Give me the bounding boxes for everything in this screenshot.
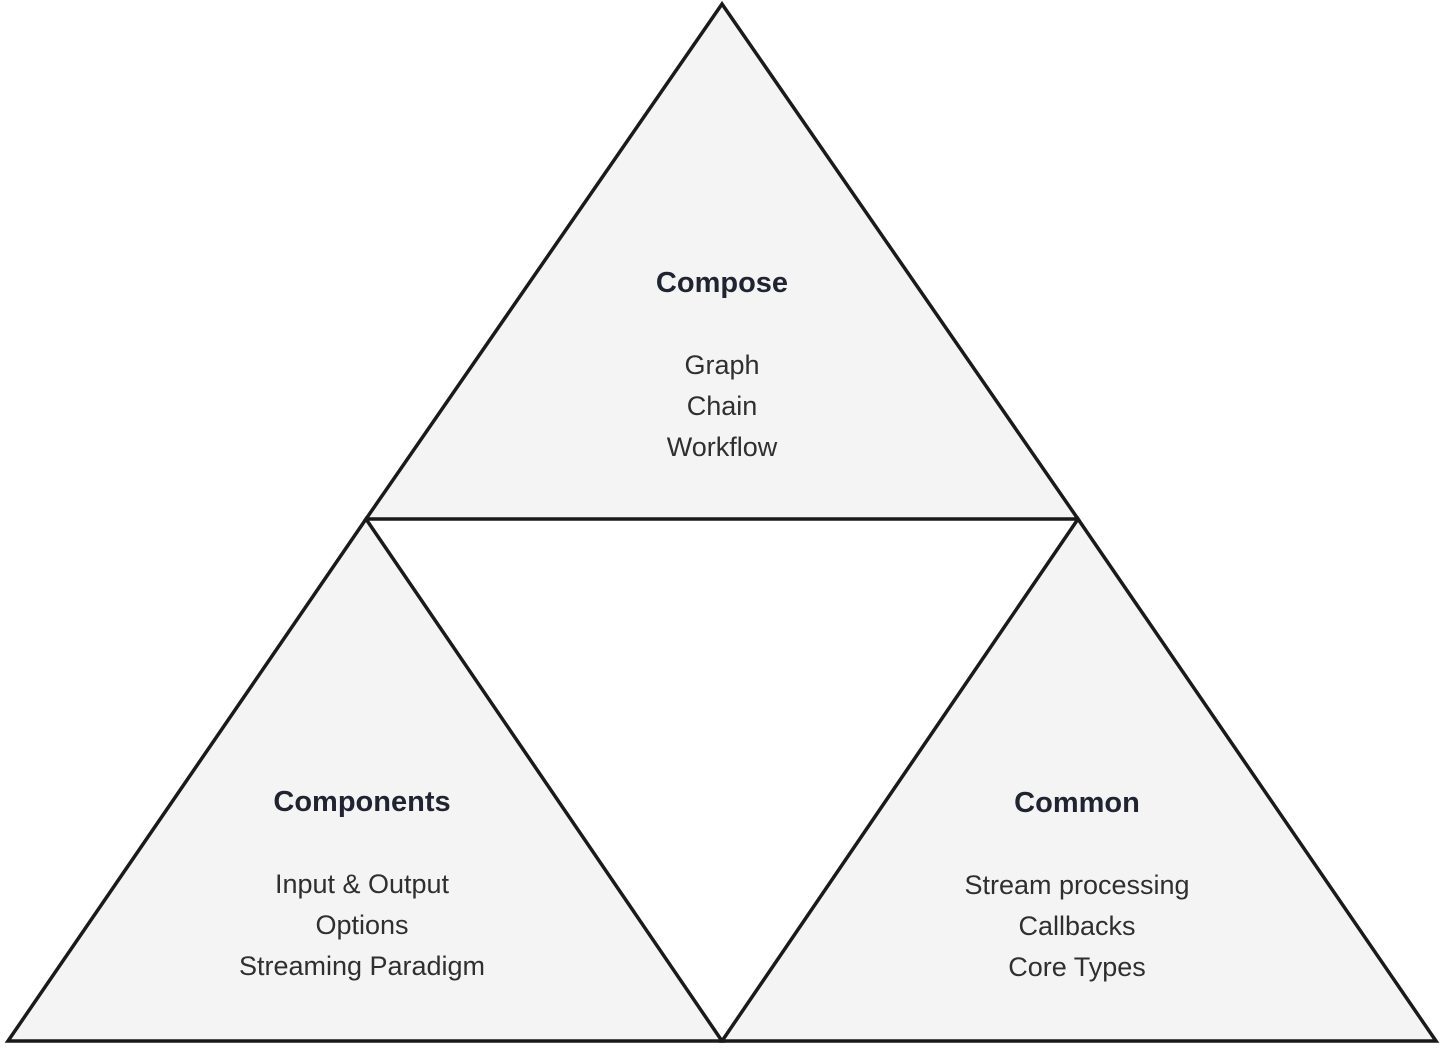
common-section-title: Common	[1014, 787, 1140, 819]
compose-item-chain: Chain	[686, 391, 758, 421]
compose-section-title: Compose	[655, 267, 789, 299]
components-section-items: Input & Output Options Streaming Paradig…	[239, 864, 485, 987]
components-item-options: Options	[315, 910, 409, 940]
compose-item-workflow: Workflow	[666, 432, 778, 462]
components-triangle-shape	[4, 515, 726, 1043]
common-item-core-types: Core Types	[1008, 952, 1146, 982]
components-section: Components Input & Output Options Stream…	[239, 784, 485, 987]
compose-section: Compose Graph Chain Workflow	[656, 265, 788, 468]
common-section: Common Stream processing Callbacks Core …	[964, 785, 1189, 988]
components-section-title: Components	[273, 786, 451, 818]
compose-item-graph: Graph	[684, 350, 760, 380]
components-item-input-output: Input & Output	[274, 869, 450, 899]
common-section-items: Stream processing Callbacks Core Types	[964, 865, 1189, 988]
common-item-stream-processing: Stream processing	[964, 870, 1190, 900]
common-triangle-shape	[718, 515, 1440, 1043]
components-item-streaming-paradigm: Streaming Paradigm	[238, 951, 486, 981]
common-item-callbacks: Callbacks	[1018, 911, 1136, 941]
compose-section-items: Graph Chain Workflow	[656, 345, 788, 468]
compose-triangle-shape	[362, 0, 1082, 521]
